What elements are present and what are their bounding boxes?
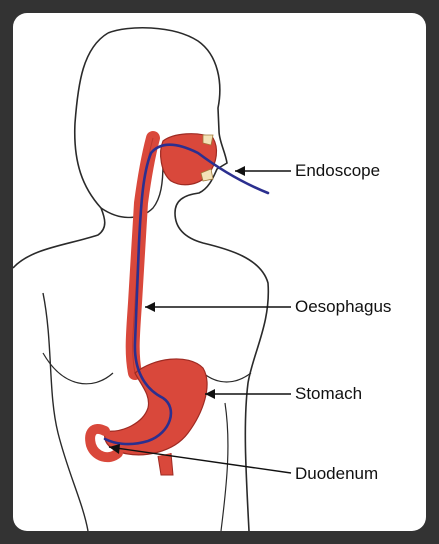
diagram-panel: Endoscope Oesophagus Stomach Duodenum xyxy=(13,13,426,531)
teeth-top xyxy=(203,135,213,145)
hair-outline xyxy=(101,163,163,217)
label-endoscope: Endoscope xyxy=(295,162,380,179)
body-outline-left xyxy=(13,33,108,268)
anatomy-illustration xyxy=(13,13,426,531)
chest-line-left xyxy=(43,353,113,384)
left-torso-line xyxy=(43,293,88,531)
label-oesophagus: Oesophagus xyxy=(295,298,391,315)
chest-line-right xyxy=(203,373,251,382)
duodenum-pointer xyxy=(109,447,291,473)
label-duodenum: Duodenum xyxy=(295,465,378,482)
stomach xyxy=(105,359,207,455)
endoscope-arrowhead xyxy=(235,166,245,176)
oesophagus-arrowhead xyxy=(145,302,155,312)
label-stomach: Stomach xyxy=(295,385,362,402)
right-torso-line xyxy=(221,403,228,531)
